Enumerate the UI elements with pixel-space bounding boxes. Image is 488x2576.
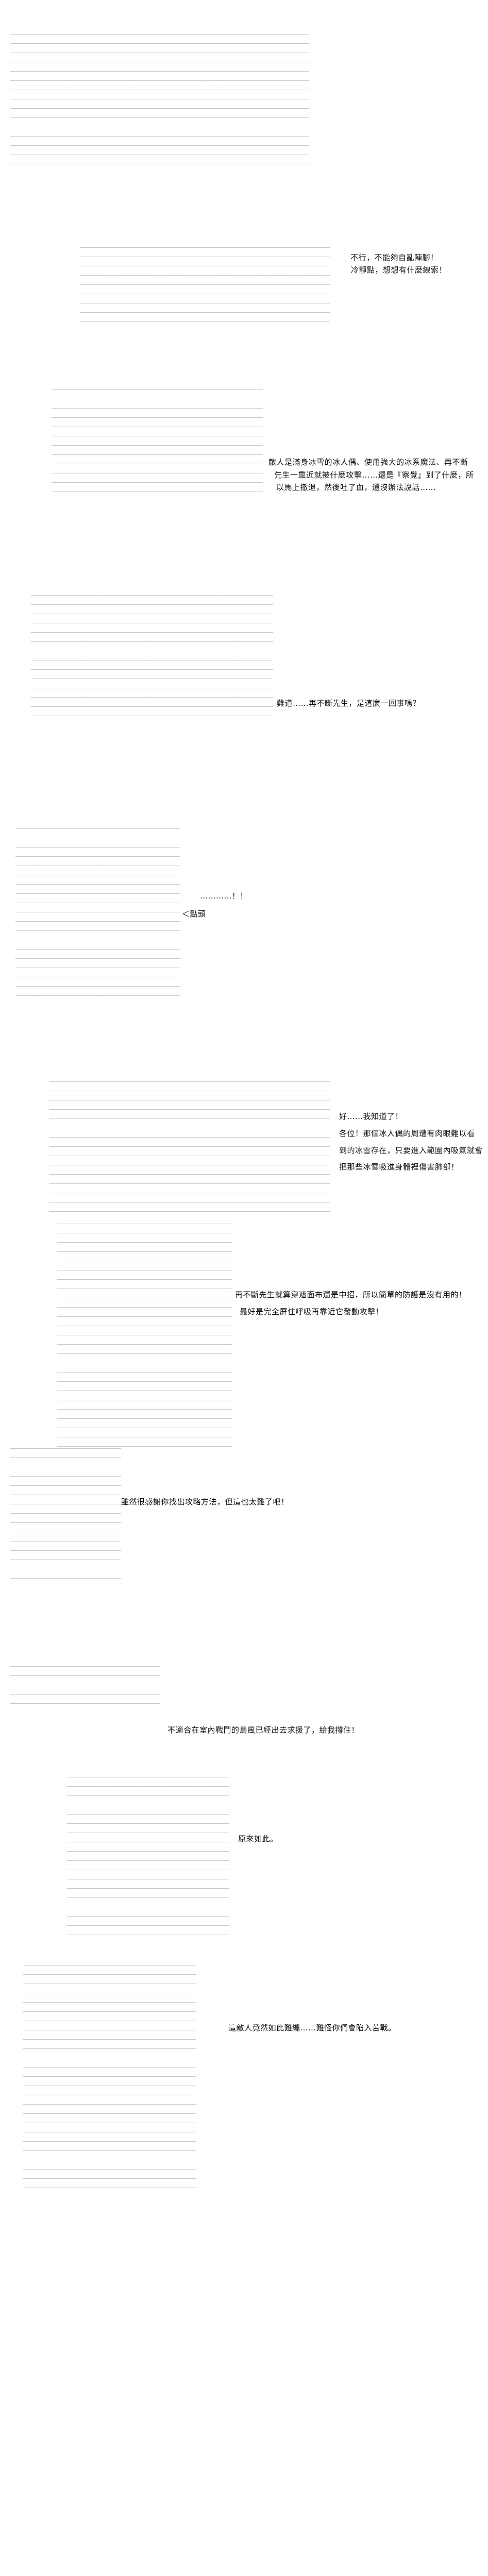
dialogue-line: 各位！那個冰人偶的周遭有肉眼難以看 (339, 1129, 475, 1138)
dialogue-line: 冷靜點，想想有什麼線索！ (351, 265, 447, 275)
dialogue-line: 把那些冰雪吸進身體裡傷害肺部！ (339, 1162, 459, 1172)
dialogue-line: 原來如此。 (238, 1834, 278, 1843)
dialogue-line: 雖然很感謝你找出攻略方法，但這也太難了吧！ (121, 1497, 289, 1506)
dialogue-line: …………！！ (200, 891, 248, 901)
dialogue-line: ＜點頭 (182, 909, 206, 919)
dialogue-line: 不適合在室內戰鬥的島風已經出去求援了，給我撐住！ (167, 1725, 360, 1735)
ascii-art-panel-7 (49, 1080, 330, 1219)
ascii-art-panel-1 (10, 24, 309, 172)
dialogue-line: 到的冰雪存在，只要進入範圍內吸氣就會 (339, 1146, 483, 1155)
dialogue-line: 不行，不能夠自亂陣腳！ (350, 253, 439, 262)
dialogue-line: 先生一靠近就被什麼攻擊……還是『察覺』到了什麼，所 (274, 470, 474, 480)
ascii-art-panel-10 (10, 1663, 160, 1711)
dialogue-line: 敵人是滿身冰雪的冰人偶、使用強大的冰系魔法、再不斷 (268, 457, 468, 467)
dialogue-line: 這敵人竟然如此難纏……難怪你們會陷入苦戰。 (228, 2023, 396, 2032)
ascii-art-panel-5 (15, 821, 180, 1003)
dialogue-line: 好……我知道了！ (339, 1112, 403, 1121)
ascii-art-panel-2 (80, 245, 330, 338)
ascii-art-panel-3 (52, 385, 263, 499)
comic-page: 不行，不能夠自亂陣腳！ 冷靜點，想想有什麼線索！ 敵人是滿身冰雪的冰人偶、使用強… (10, 24, 483, 2195)
ascii-art-panel-4 (31, 589, 273, 723)
dialogue-line: 以馬上撤退，然後吐了血，還沒辦法說話…… (276, 483, 436, 492)
dialogue-line: 難道……再不斷先生，是這麼一回事嗎？ (277, 699, 421, 708)
ascii-art-panel-9 (10, 1447, 121, 1586)
ascii-art-panel-12 (23, 1964, 196, 2195)
ascii-art-panel-11 (67, 1776, 229, 1942)
dialogue-line: 再不斷先生就算穿遮面布還是中招，所以簡單的防護是沒有用的！ (235, 1290, 467, 1299)
dialogue-line: 最好是完全屏住呼吸再靠近它發動攻擊！ (240, 1307, 384, 1316)
ascii-art-panel-8 (57, 1223, 232, 1454)
